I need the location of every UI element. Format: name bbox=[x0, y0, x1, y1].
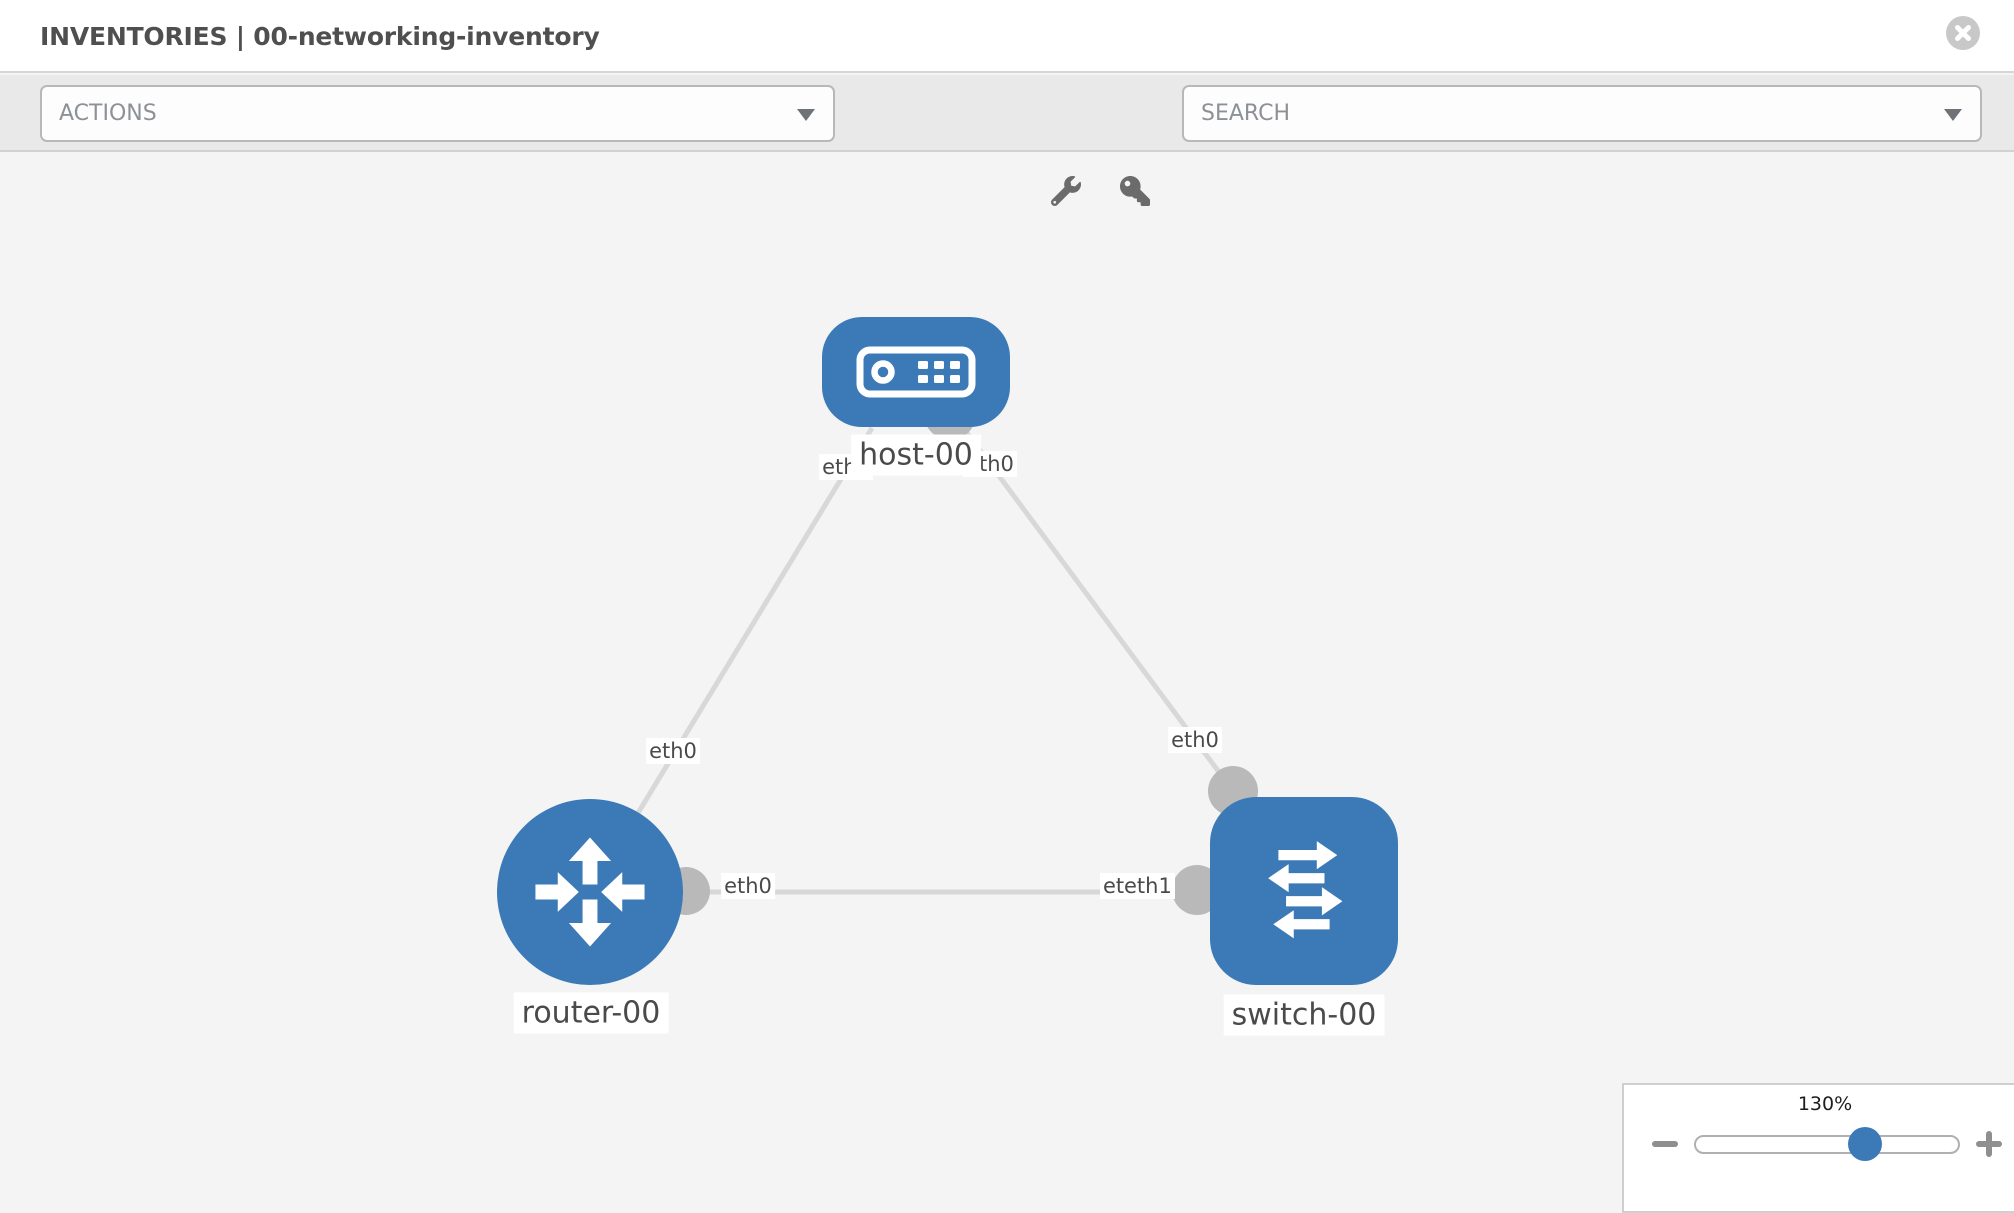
connector-dot bbox=[1172, 865, 1222, 915]
switch-icon bbox=[1268, 841, 1343, 939]
page-title: INVENTORIES | 00-networking-inventory bbox=[40, 22, 600, 51]
host-icon bbox=[856, 346, 976, 398]
close-icon bbox=[1955, 25, 1971, 41]
zoom-level-text: 130% bbox=[1797, 1093, 1853, 1115]
toolbar: ACTIONS SEARCH bbox=[0, 75, 2014, 207]
zoom-out-button[interactable] bbox=[1652, 1141, 1678, 1147]
chevron-down-icon bbox=[1944, 109, 1962, 121]
interface-label-eth1: eth1 bbox=[1124, 873, 1175, 899]
key-icon bbox=[1120, 176, 1150, 206]
zoom-slider-knob[interactable] bbox=[1848, 1127, 1882, 1161]
search-dropdown[interactable]: SEARCH bbox=[1182, 85, 1982, 142]
configure-button[interactable] bbox=[1045, 171, 1087, 211]
page-header: INVENTORIES | 00-networking-inventory bbox=[0, 0, 2014, 73]
node-label-router: router-00 bbox=[513, 992, 669, 1034]
actions-dropdown[interactable]: ACTIONS bbox=[40, 85, 835, 142]
actions-dropdown-label: ACTIONS bbox=[59, 101, 157, 126]
chevron-down-icon bbox=[797, 109, 815, 121]
close-button[interactable] bbox=[1946, 16, 1980, 50]
zoom-in-button[interactable] bbox=[1986, 1131, 1992, 1157]
node-switch-00[interactable] bbox=[1210, 797, 1398, 985]
node-router-00[interactable] bbox=[497, 799, 683, 985]
zoom-slider-track[interactable] bbox=[1694, 1135, 1960, 1154]
router-icon bbox=[535, 837, 645, 947]
interface-label-eth0: eth0 bbox=[646, 738, 700, 764]
node-label-switch: switch-00 bbox=[1223, 994, 1385, 1036]
interface-label-eth0: eth0 bbox=[1168, 727, 1222, 753]
wrench-icon bbox=[1051, 176, 1081, 207]
node-label-host: host-00 bbox=[851, 434, 981, 476]
node-host-00[interactable] bbox=[822, 317, 1010, 427]
search-placeholder: SEARCH bbox=[1201, 101, 1291, 126]
zoom-panel: 130% bbox=[1622, 1083, 2014, 1213]
topology-canvas[interactable]: host-00 router-00 switch-00 eth0 eth0 et… bbox=[0, 152, 2014, 1200]
interface-label-eth0: eth0 bbox=[721, 873, 775, 899]
credentials-button[interactable] bbox=[1114, 171, 1156, 211]
